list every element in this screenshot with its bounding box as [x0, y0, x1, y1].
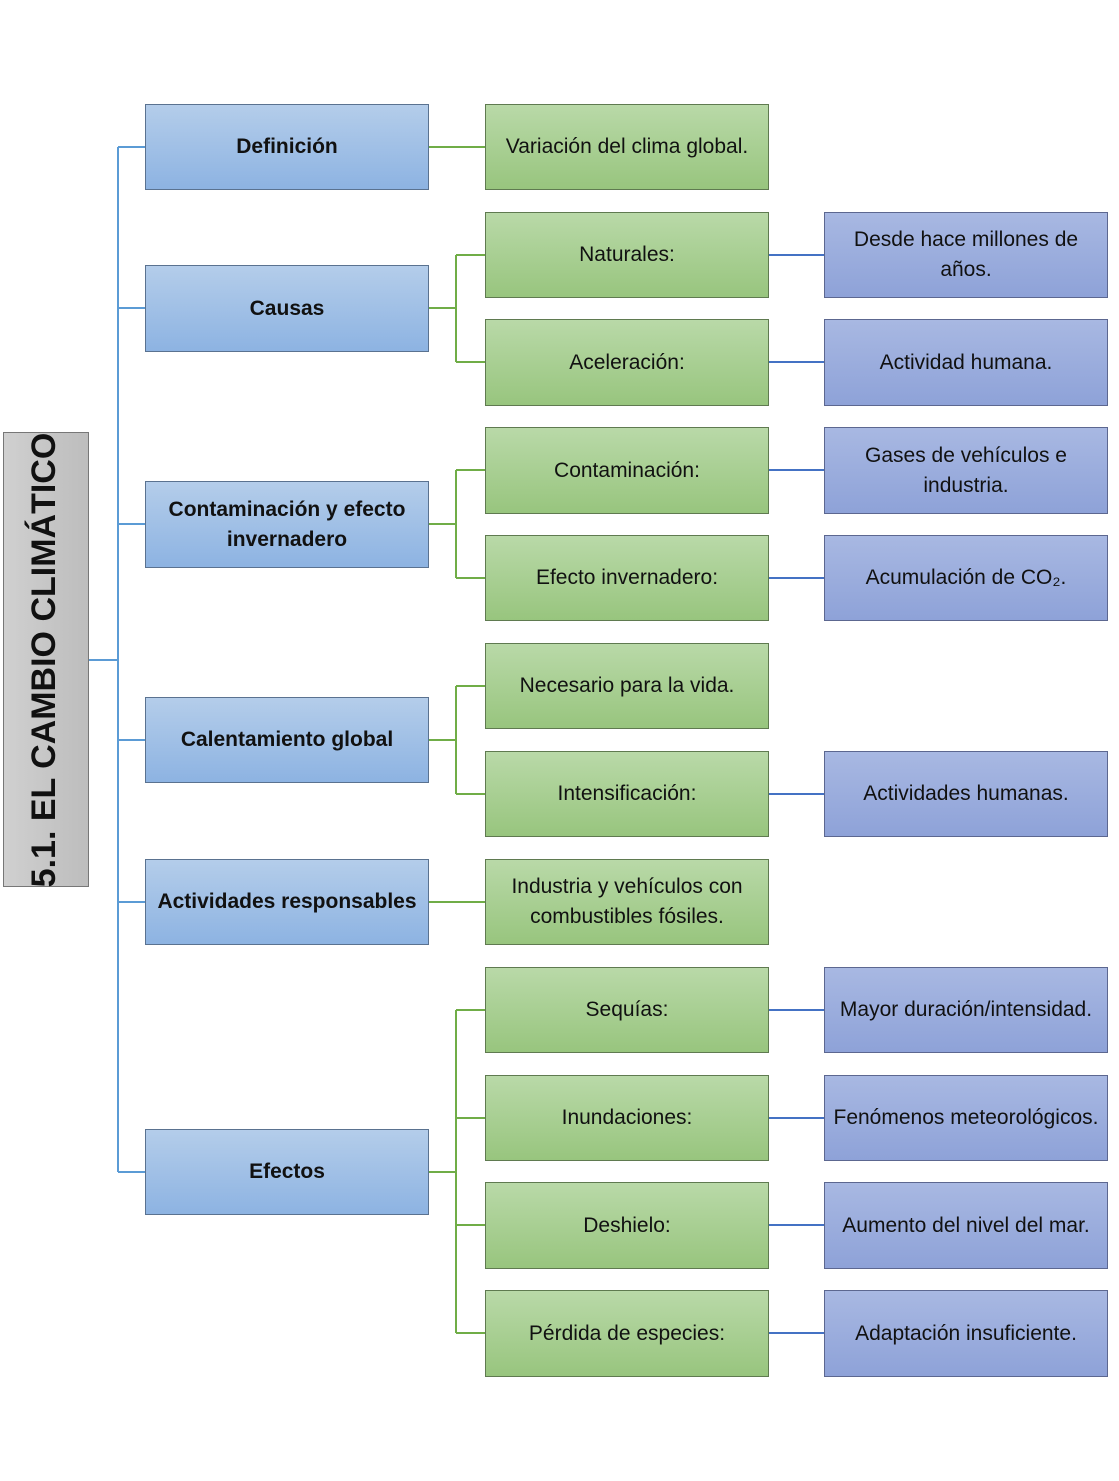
detail-efecto-invernadero: Acumulación de CO₂.: [824, 535, 1108, 621]
detail-inundaciones: Fenómenos meteorológicos.: [824, 1075, 1108, 1161]
node-naturales: Naturales:: [485, 212, 769, 298]
category-contaminacion: Contaminación y efecto invernadero: [145, 481, 429, 568]
detail-aceleracion: Actividad humana.: [824, 319, 1108, 406]
node-efecto-invernadero: Efecto invernadero:: [485, 535, 769, 621]
detail-deshielo: Aumento del nivel del mar.: [824, 1182, 1108, 1269]
category-efectos: Efectos: [145, 1129, 429, 1215]
detail-sequias: Mayor duración/intensidad.: [824, 967, 1108, 1053]
root-title: 5.1. EL CAMBIO CLIMÁTICO: [25, 432, 63, 888]
node-sequias: Sequías:: [485, 967, 769, 1053]
node-aceleracion: Aceleración:: [485, 319, 769, 406]
category-definicion: Definición: [145, 104, 429, 190]
node-variacion: Variación del clima global.: [485, 104, 769, 190]
detail-contaminacion: Gases de vehículos e industria.: [824, 427, 1108, 514]
root-node: [3, 432, 89, 887]
node-deshielo: Deshielo:: [485, 1182, 769, 1269]
category-actividades: Actividades responsables: [145, 859, 429, 945]
category-causas: Causas: [145, 265, 429, 352]
detail-perdida: Adaptación insuficiente.: [824, 1290, 1108, 1377]
node-industria: Industria y vehículos con combustibles f…: [485, 859, 769, 945]
detail-intensificacion: Actividades humanas.: [824, 751, 1108, 837]
node-intensificacion: Intensificación:: [485, 751, 769, 837]
node-perdida: Pérdida de especies:: [485, 1290, 769, 1377]
node-inundaciones: Inundaciones:: [485, 1075, 769, 1161]
category-calentamiento: Calentamiento global: [145, 697, 429, 783]
node-contaminacion: Contaminación:: [485, 427, 769, 514]
detail-naturales: Desde hace millones de años.: [824, 212, 1108, 298]
node-necesario: Necesario para la vida.: [485, 643, 769, 729]
